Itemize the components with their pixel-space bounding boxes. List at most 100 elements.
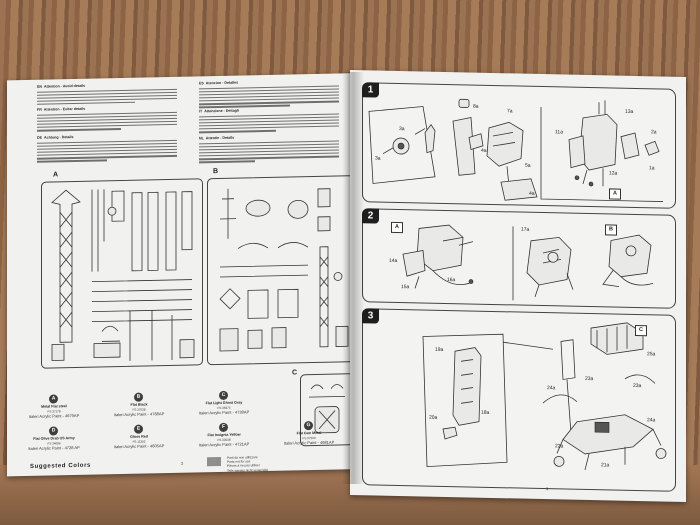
part-label: 13a [625,108,634,115]
suggested-colors-title: Suggested Colors [30,462,91,470]
paint-prefix: Italeri Acrylic Paint - [283,439,319,446]
paint-code: 4681AP [320,439,335,445]
part-label: 17a [521,226,530,233]
step-2-frame: 2 A B 14a 15a 16a 17a [362,208,676,309]
part-label: 3a [375,155,381,162]
color-cell-g: G Flat Gun Metal FS 37200 Italeri Acryli… [277,420,351,446]
sprue-b [207,175,354,366]
color-cell-f: F Flat Insignia Yellow FS 33538 Italeri … [192,422,266,447]
subassembly-b-box: B [605,224,617,236]
paint-prefix: Italeri Acrylic Paint - [28,444,64,451]
part-label: 24a [547,385,556,392]
color-letter-badge: A [49,394,58,404]
subassembly-c-box: C [635,324,647,337]
part-label: 20a [429,414,438,421]
unused-parts-swatch [207,456,221,467]
step-2-diagram [402,224,654,301]
color-paint-code: Italeri Acrylic Paint - 4728 AP [22,444,86,450]
part-label: 16a [447,277,456,284]
paint-code: 4728 AP [64,444,80,450]
part-label: 23a [633,382,642,390]
paint-prefix: Italeri Acrylic Paint - [113,410,149,417]
color-letter-badge: C [219,390,228,400]
step-3-frame: 3 19a 20a 18a 24a 23a 23a 25a 24a 22a 21… [362,308,676,492]
paint-code: 4679AP [65,412,80,418]
lang-code: EN [37,84,42,89]
part-label: 25a [647,351,656,358]
sprue-c-label: C [292,369,298,377]
lang-code: NL [199,136,204,141]
lang-code: FR [37,107,42,112]
color-letter-badge: B [134,392,143,402]
paint-code: 4721AP [235,440,250,447]
paint-code: 4605AP [150,442,165,448]
part-label: 1a [649,165,655,172]
sprue-c [300,373,354,447]
color-cell-a: A Metal Flat steel FS 37178 Italeri Acry… [22,394,96,418]
part-label: 24a [647,417,656,424]
color-paint-code: Italeri Acrylic Paint - 4768AP [107,411,171,417]
part-label: 23a [585,375,594,383]
unused-parts-legend: Parti da non utilizzare Parts not for us… [227,455,268,473]
heading-text: Attention - Eviter details [43,106,86,112]
color-cell-d: D Flat Olive Drab US Army FS 34086 Itale… [22,426,96,450]
paint-prefix: Italeri Acrylic Paint - [198,441,234,447]
part-label: 5a [525,162,531,169]
part-label: 12a [609,170,618,177]
heading-text: Attention - Avoid details [44,83,86,89]
sprue-a-label: A [53,171,59,179]
part-label: 4a [481,147,487,154]
color-paint-code: Italeri Acrylic Paint - 4739AP [192,409,256,415]
part-label: 21a [601,462,610,469]
heading-text: Attenzione - Dettagli [204,108,239,114]
part-label: 2a [651,129,657,136]
color-paint-code: Italeri Acrylic Paint - 4605AP [107,443,171,449]
sprue-c-parts [309,384,345,434]
lang-code: IT [199,109,203,114]
part-label: 11a [555,129,563,136]
part-label: 15a [401,284,410,291]
sprue-b-label: B [213,168,219,176]
paint-prefix: Italeri Acrylic Paint - [28,412,64,419]
right-page: 1 3a 3a 8a 7a 4a 5a 4a 13 [350,70,686,503]
book-gutter-shadow [342,72,364,484]
part-label: 19a [435,346,444,353]
part-label: 4a [529,190,535,197]
lang-code: DE [37,135,42,140]
step-3-diagram [422,322,667,471]
subassembly-a-box: A [609,188,621,200]
page-number: 2 [181,460,184,466]
paint-prefix: Italeri Acrylic Paint - [198,409,234,415]
part-label: 22a [555,443,564,450]
color-letter-badge: D [49,426,58,436]
sprue-a [41,178,203,369]
color-cell-e: E Gloss Red FS 11302 Italeri Acrylic Pai… [107,424,181,449]
heading-text: Achtung - Details [44,135,74,140]
subassembly-a-box: A [391,221,403,234]
part-label: 3a [399,126,405,133]
sprue-b-parts [219,188,349,352]
part-label: 7a [507,108,513,115]
paint-code: 4739AP [235,408,250,415]
sprue-a-parts [51,189,195,361]
step-1-diagram [368,98,663,202]
part-label: 8a [473,103,479,110]
color-letter-badge: G [304,421,313,431]
color-letter-badge: E [134,424,143,434]
lang-code: ES [199,81,204,86]
step-1-frame: 1 3a 3a 8a 7a 4a 5a 4a 13 [362,82,676,209]
part-label: 18a [481,409,490,416]
paint-prefix: Italeri Acrylic Paint - [113,442,149,449]
color-cell-c: C Flat Light Ghost Gray FS 36375 Italeri… [192,390,266,415]
color-paint-code: Italeri Acrylic Paint - 4679AP [22,412,86,418]
color-letter-badge: F [219,422,228,432]
paint-code: 4768AP [150,410,165,416]
page-number: 3 [546,486,549,492]
